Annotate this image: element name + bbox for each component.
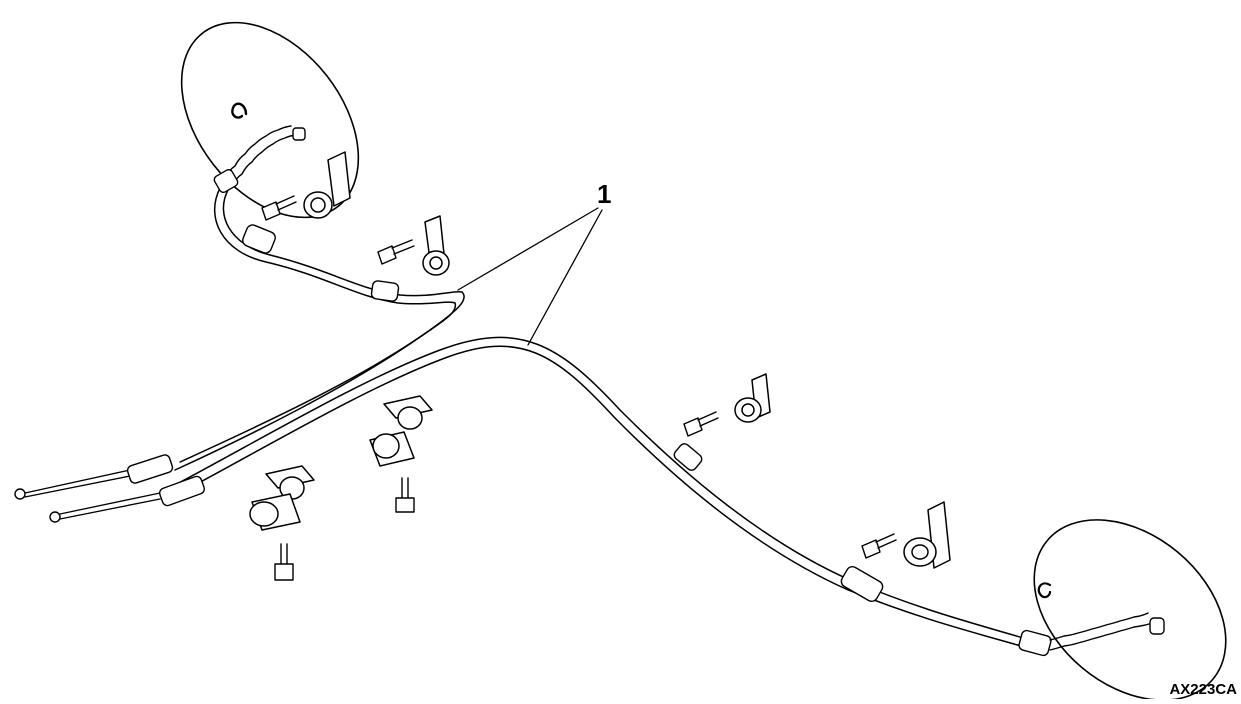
floor-clamp-2	[249, 465, 315, 581]
lower-brake-drum-outline	[1033, 519, 1227, 701]
callout-leader-upper	[457, 207, 599, 291]
figure-code-label: AX223CA	[1169, 681, 1237, 698]
lower-retaining-clip-icon	[1037, 582, 1052, 599]
cable-bracket-1	[261, 151, 351, 221]
lower-cable	[49, 336, 1165, 657]
upper-brake-drum-outline	[180, 21, 360, 219]
upper-retaining-clip-icon	[231, 102, 248, 119]
cable-bracket-3	[683, 373, 771, 437]
floor-clamp-1	[369, 395, 433, 513]
upper-cable	[14, 125, 465, 500]
callout-leader-lower	[527, 209, 603, 346]
callout-number-1: 1	[597, 179, 612, 209]
cable-bracket-4	[861, 501, 951, 569]
cable-bracket-2	[377, 215, 450, 276]
